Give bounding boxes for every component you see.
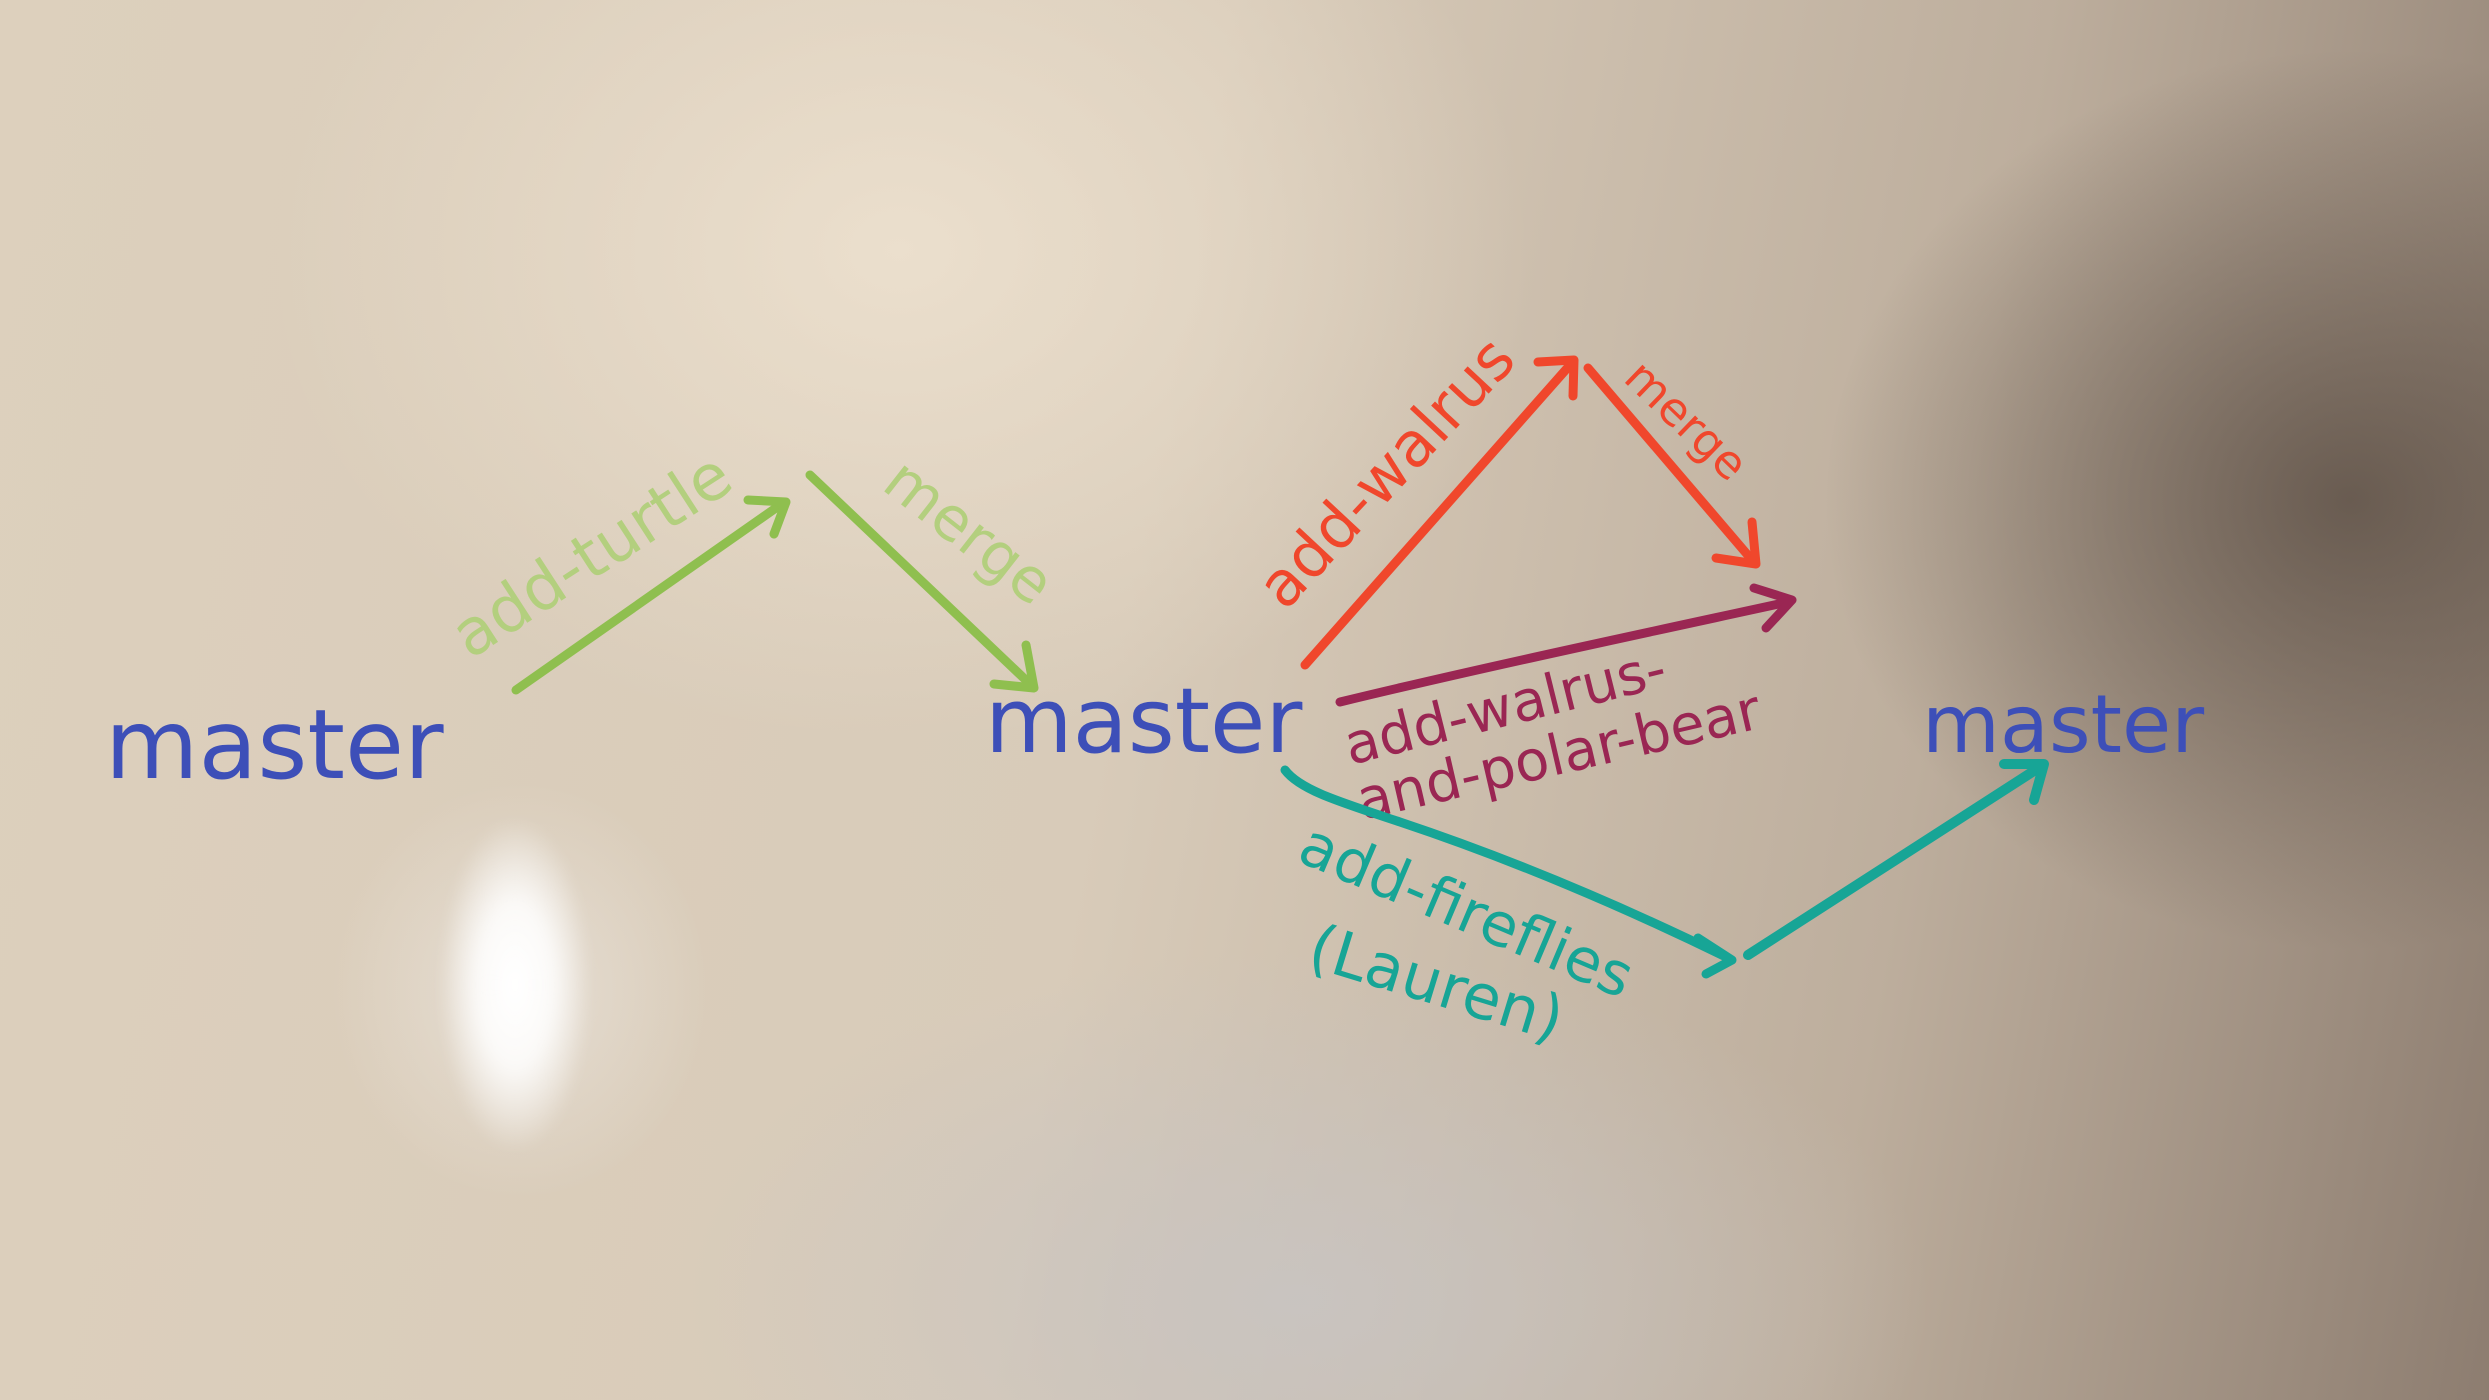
polar-bear-arrow	[1335, 583, 1797, 707]
master-node-1: master	[105, 689, 444, 801]
merge-turtle-arrow	[805, 470, 1039, 693]
merge-walrus-arrow	[1583, 363, 1761, 569]
master-node-3: master	[1922, 678, 2204, 771]
merge-turtle-label: merge	[871, 445, 1067, 620]
add-walrus-arrow	[1300, 355, 1579, 670]
add-turtle-arrow	[511, 495, 791, 695]
add-fireflies-arrow	[1280, 765, 1737, 979]
fireflies-merge-arrow	[1743, 759, 2049, 960]
light-glare	[440, 820, 590, 1150]
